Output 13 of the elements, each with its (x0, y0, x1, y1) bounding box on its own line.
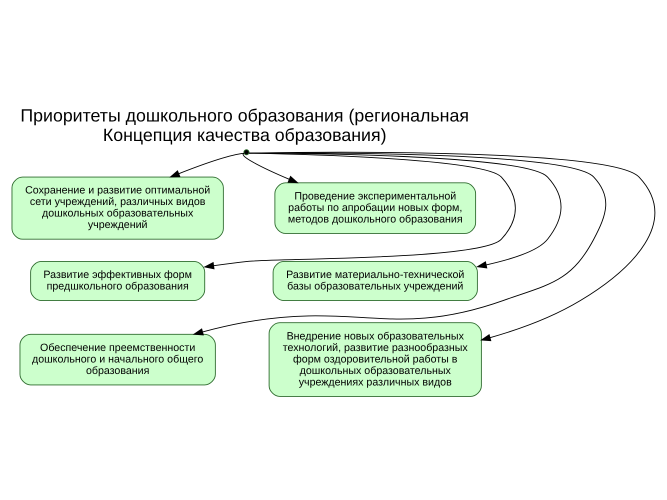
node-box: Обеспечение преемственности дошкольного и начального общего образования (20, 334, 216, 386)
node-point (243, 149, 250, 156)
diagram-title: Приоритеты дошкольного образования (региональная Концепция качества образования) (20, 105, 469, 145)
arrow (242, 152, 299, 184)
node-box: Сохранение и развитие оптимальной сети учреждений, различных видов дошкольных образовательных учреждений (12, 176, 224, 240)
node-box: Развитие эффективных форм предшкольного образования (30, 261, 206, 301)
arrow (248, 152, 656, 342)
arrow (169, 152, 244, 178)
arrow (203, 152, 516, 270)
node-box: Развитие материально-технической базы образовательных учреждений (272, 261, 478, 301)
node-box: Проведение экспериментальной работы по апробации новых форм, методов дошкольного образования (274, 182, 476, 234)
arrow (192, 152, 606, 336)
node-box: Внедрение новых образовательных технологий, развитие разнообразных форм оздоровительной работы в дошкольных образовательных учреждениях различных видов (268, 322, 482, 397)
